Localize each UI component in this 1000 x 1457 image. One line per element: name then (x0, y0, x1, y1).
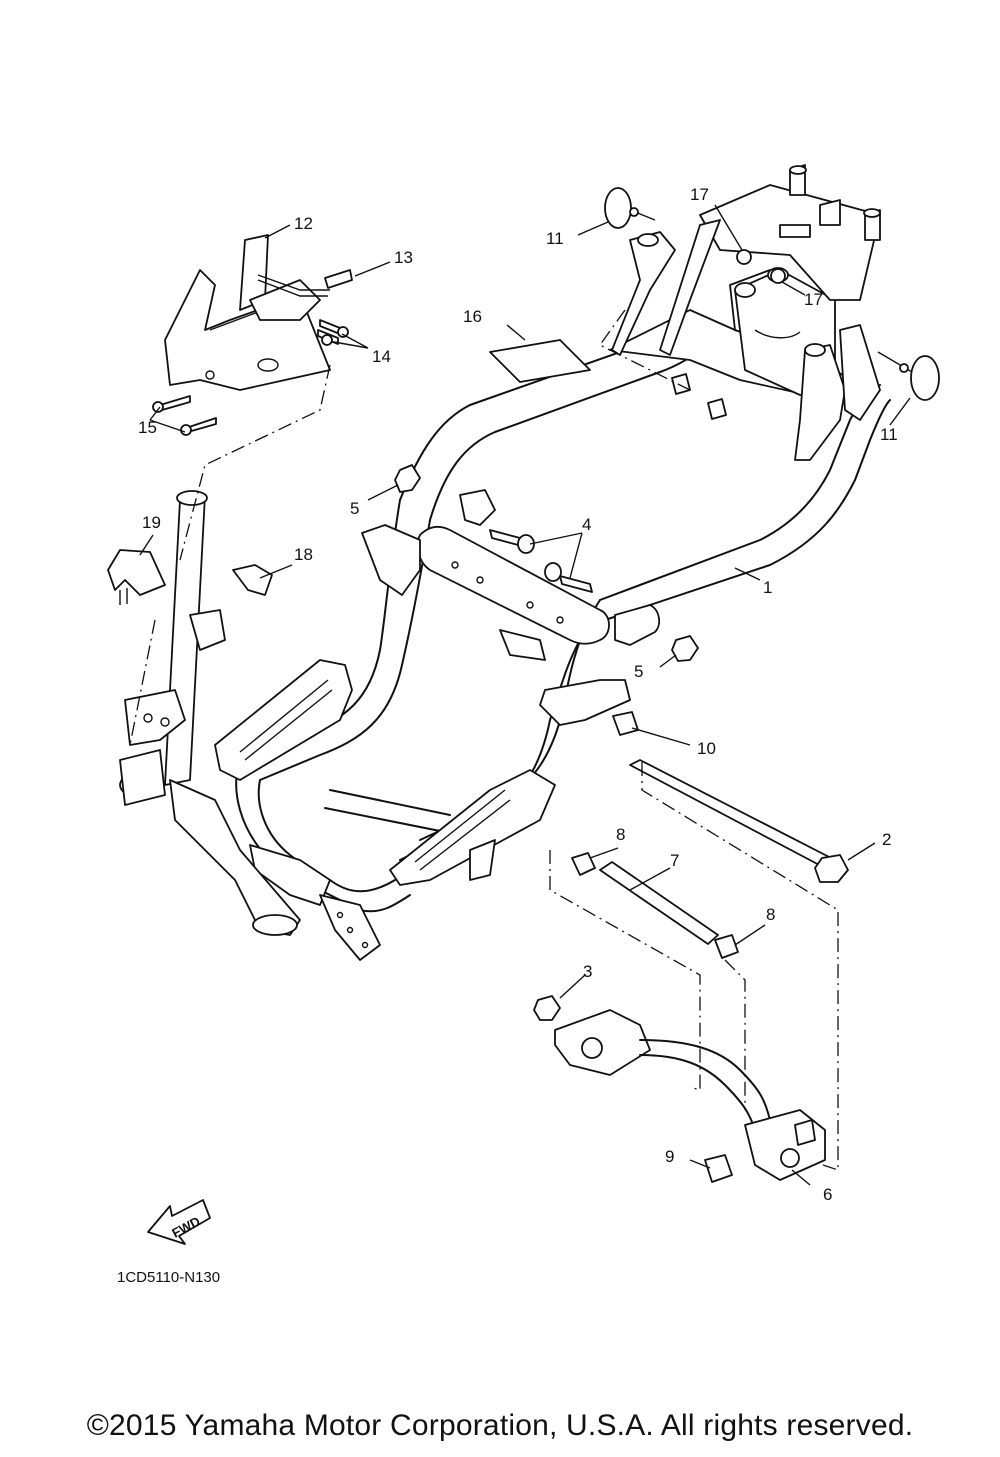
copyright-notice: ©2015 Yamaha Motor Corporation, U.S.A. A… (86, 1409, 914, 1442)
collar-8-right (714, 934, 739, 959)
callout-17-lower: 17 (804, 290, 823, 309)
assembly-lines (129, 309, 839, 1171)
callout-2: 2 (882, 830, 891, 849)
callout-16: 16 (463, 307, 482, 326)
callout-3: 3 (583, 962, 592, 981)
label-16 (489, 339, 591, 383)
engine-mount-6 (554, 1009, 826, 1181)
nut-5-lower (671, 635, 699, 662)
bolts-4 (489, 529, 593, 593)
damper-9 (704, 1154, 733, 1183)
collar-8-left (571, 852, 596, 876)
nut (707, 398, 727, 420)
callout-11-left: 11 (546, 229, 564, 248)
bolts-15 (152, 395, 217, 436)
leader-lines (139, 204, 911, 1186)
nut-17 (736, 249, 786, 284)
callout-14: 14 (372, 347, 391, 366)
callout-12: 12 (294, 214, 313, 233)
clip-18 (232, 564, 273, 596)
callout-19: 19 (142, 513, 161, 532)
callout-18: 18 (294, 545, 313, 564)
grommet-11-left (604, 187, 656, 229)
callout-5-lower: 5 (634, 662, 643, 681)
callout-labels: 1 2 3 4 5 5 6 7 8 8 9 10 11 11 12 13 14 … (138, 185, 898, 1204)
pipe-7 (599, 861, 719, 945)
grommet-11-right (877, 351, 940, 401)
nut (671, 373, 691, 395)
callout-7: 7 (670, 851, 679, 870)
nut-5-upper (394, 464, 421, 493)
callout-5-upper: 5 (350, 499, 359, 518)
screws-14 (317, 319, 349, 346)
fwd-arrow-icon: FWD (147, 1199, 211, 1245)
main-frame (119, 164, 891, 961)
bracket-12 (164, 234, 331, 391)
callout-13: 13 (394, 248, 413, 267)
callout-11-right: 11 (880, 425, 898, 444)
callout-1: 1 (763, 578, 772, 597)
callout-4: 4 (582, 515, 591, 534)
callout-15: 15 (138, 418, 157, 437)
callout-6: 6 (823, 1185, 832, 1204)
nut-3 (533, 995, 561, 1021)
callout-10: 10 (697, 739, 716, 758)
callout-8-left: 8 (616, 825, 625, 844)
bracket-19 (107, 549, 166, 605)
clamp-13 (324, 269, 353, 289)
callout-9: 9 (665, 1147, 674, 1166)
damper-10 (612, 711, 639, 736)
diagram-code: 1CD5110-N130 (117, 1269, 220, 1286)
callout-8-right: 8 (766, 905, 775, 924)
callout-17-upper: 17 (690, 185, 709, 204)
bolt-2 (629, 759, 849, 883)
